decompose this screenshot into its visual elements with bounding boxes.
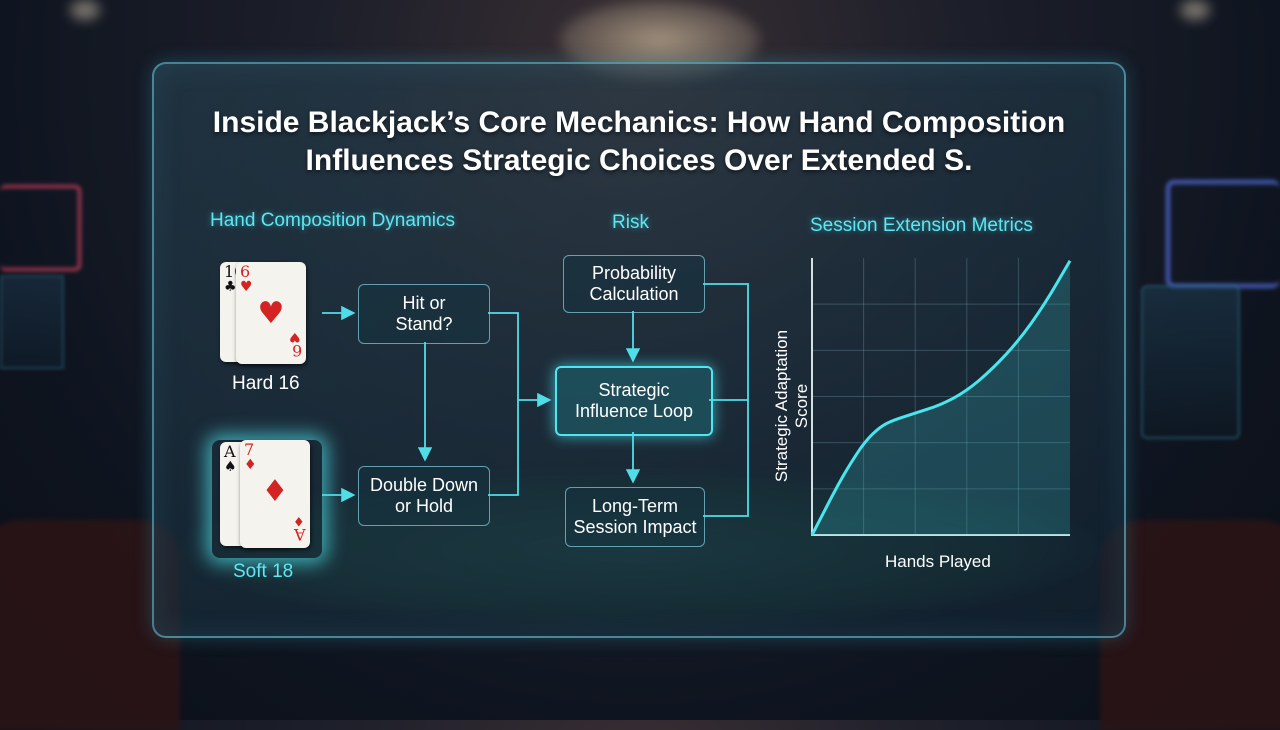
probability-calculation-box: Probability Calculation	[563, 255, 705, 313]
connector-double-to-loop	[488, 400, 519, 496]
club-icon: ♣	[224, 279, 237, 295]
chart-x-axis-label: Hands Played	[885, 552, 991, 571]
box-line: or Hold	[394, 496, 454, 516]
box-line: Probability	[591, 263, 677, 283]
playing-card-six-hearts: 6 ♥ ♥ 6 ♥	[236, 262, 306, 364]
hand-composition-heading: Hand Composition Dynamics	[210, 210, 455, 231]
box-line: Stand?	[395, 314, 453, 334]
box-line: Calculation	[589, 284, 679, 304]
box-line: Double Down	[369, 475, 479, 495]
hard-16-label: Hard 16	[232, 373, 300, 394]
card-rank: 6	[240, 262, 251, 281]
series-area	[812, 260, 1070, 535]
diamond-pip-icon: ♦	[261, 474, 289, 509]
playing-card-seven-diamonds: 7 ♦ ♦ A ♦	[240, 440, 310, 548]
box-line: Long-Term	[591, 496, 679, 516]
chart-y-axis-label: Strategic Adaptation Score	[772, 329, 811, 483]
box-line: Hit or	[402, 293, 446, 313]
session-metrics-heading: Session Extension Metrics	[810, 215, 1033, 236]
box-line: Influence Loop	[574, 401, 694, 421]
series-line	[810, 260, 1072, 536]
card-rank: A	[224, 442, 236, 461]
title-line-1: Inside Blackjack’s Core Mechanics: How H…	[212, 106, 1066, 139]
hit-or-stand-box: Hit or Stand?	[358, 284, 490, 344]
box-line: Strategic	[598, 380, 670, 400]
connector-hit-to-loop	[488, 312, 519, 400]
double-down-box: Double Down or Hold	[358, 466, 490, 526]
strategic-influence-loop-box: Strategic Influence Loop	[555, 366, 713, 436]
long-term-session-box: Long-Term Session Impact	[565, 487, 705, 547]
heart-icon: ♥	[240, 279, 253, 295]
diamond-icon: ♦	[244, 457, 257, 473]
soft-18-label: Soft 18	[233, 561, 294, 582]
box-line: Session Impact	[573, 517, 697, 537]
risk-heading: Risk	[612, 212, 649, 233]
title-line-2: Influences Strategic Choices Over Extend…	[305, 144, 973, 177]
spade-icon: ♠	[224, 459, 237, 475]
card-rank: 7	[244, 440, 255, 459]
page-title: Inside Blackjack’s Core Mechanics: How H…	[154, 104, 1124, 180]
heart-pip-icon: ♥	[257, 296, 285, 331]
